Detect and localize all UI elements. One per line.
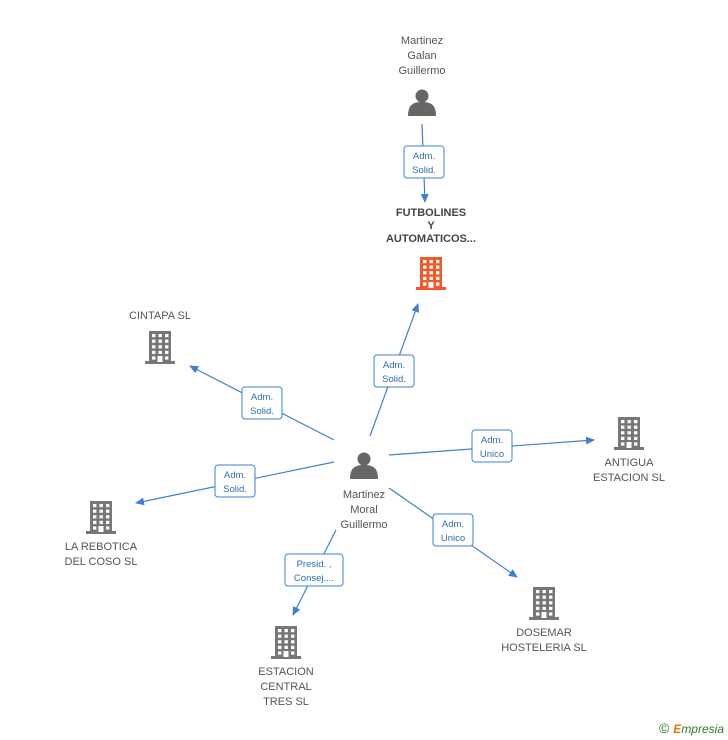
node-label: ANTIGUA: [605, 457, 655, 469]
relation-role-text: Adm.: [383, 360, 405, 371]
relation-role-box[interactable]: [284, 553, 344, 587]
node-antigua[interactable]: ANTIGUA ESTACION SL: [593, 417, 665, 484]
copyright-symbol: ©: [658, 720, 670, 736]
node-label: DOSEMAR: [516, 627, 572, 639]
node-label: HOSTELERIA SL: [501, 642, 587, 654]
node-label: AUTOMATICOS...: [386, 233, 476, 245]
relation-edge-martinez_moral-to-antigua: Adm. Unico: [388, 429, 595, 463]
person-icon: [408, 89, 436, 116]
node-label: ESTACION: [258, 666, 313, 678]
building-icon: [529, 587, 559, 620]
relation-role-text: Adm.: [251, 392, 273, 403]
node-label: CENTRAL: [260, 681, 311, 693]
building-icon: [145, 331, 175, 364]
relation-role-box[interactable]: [432, 513, 474, 547]
node-label: Moral: [350, 504, 378, 516]
relation-edge-martinez_moral-to-futbolines: Adm. Solid.: [369, 303, 420, 437]
brand-name: mpresia: [681, 722, 724, 736]
relation-edge-martinez_moral-to-dosemar: Adm. Unico: [388, 487, 518, 578]
node-label: LA REBOTICA: [65, 541, 138, 553]
relation-role-text: Solid.: [412, 165, 436, 176]
building-icon: [86, 501, 116, 534]
relation-edge-martinez_galan-to-futbolines: Adm. Solid.: [403, 123, 445, 203]
node-label: FUTBOLINES: [396, 207, 466, 219]
node-label: ESTACION SL: [593, 472, 665, 484]
relation-role-text: Consej....: [294, 573, 334, 584]
relation-role-box[interactable]: [241, 386, 283, 420]
relation-role-text: Adm.: [224, 470, 246, 481]
building-icon: [416, 257, 446, 290]
node-cintapa[interactable]: CINTAPA SL: [129, 310, 191, 364]
relation-role-text: Solid.: [382, 374, 406, 385]
relation-role-text: Adm.: [413, 151, 435, 162]
relation-role-text: Unico: [480, 449, 504, 460]
node-rebotica[interactable]: LA REBOTICA DEL COSO SL: [65, 501, 138, 568]
node-label: Martinez: [401, 35, 443, 47]
brand-initial: E: [673, 722, 682, 736]
relation-role-box[interactable]: [214, 464, 256, 498]
node-label: Y: [427, 220, 435, 232]
building-icon: [271, 626, 301, 659]
relation-role-text: Adm.: [442, 519, 464, 530]
relation-role-text: Adm.: [481, 435, 503, 446]
relation-role-box[interactable]: [373, 354, 415, 388]
relation-role-box[interactable]: [403, 145, 445, 179]
node-label: CINTAPA SL: [129, 310, 191, 322]
node-dosemar[interactable]: DOSEMAR HOSTELERIA SL: [501, 587, 587, 654]
relation-edge-martinez_moral-to-estacion_central: Presid. , Consej....: [284, 529, 344, 616]
relation-role-text: Unico: [441, 533, 465, 544]
person-icon: [350, 452, 378, 479]
node-label: Martinez: [343, 489, 385, 501]
relation-role-text: Presid. ,: [297, 559, 332, 570]
relation-role-text: Solid.: [250, 406, 274, 417]
node-futbolines[interactable]: FUTBOLINESYAUTOMATICOS...: [386, 207, 476, 290]
building-icon: [614, 417, 644, 450]
node-label: Galan: [407, 50, 436, 62]
relation-role-text: Solid.: [223, 484, 247, 495]
relation-role-box[interactable]: [471, 429, 513, 463]
relation-edge-martinez_moral-to-cintapa: Adm. Solid.: [189, 365, 335, 441]
relation-edge-martinez_moral-to-rebotica: Adm. Solid.: [135, 461, 335, 506]
node-label: Guillermo: [340, 519, 387, 531]
empresia-copyright: ©Empresia: [659, 720, 724, 736]
node-label: Guillermo: [398, 65, 445, 77]
node-label: TRES SL: [263, 696, 309, 708]
node-label: DEL COSO SL: [65, 556, 138, 568]
node-estacion-central[interactable]: ESTACION CENTRAL TRES SL: [258, 626, 314, 708]
